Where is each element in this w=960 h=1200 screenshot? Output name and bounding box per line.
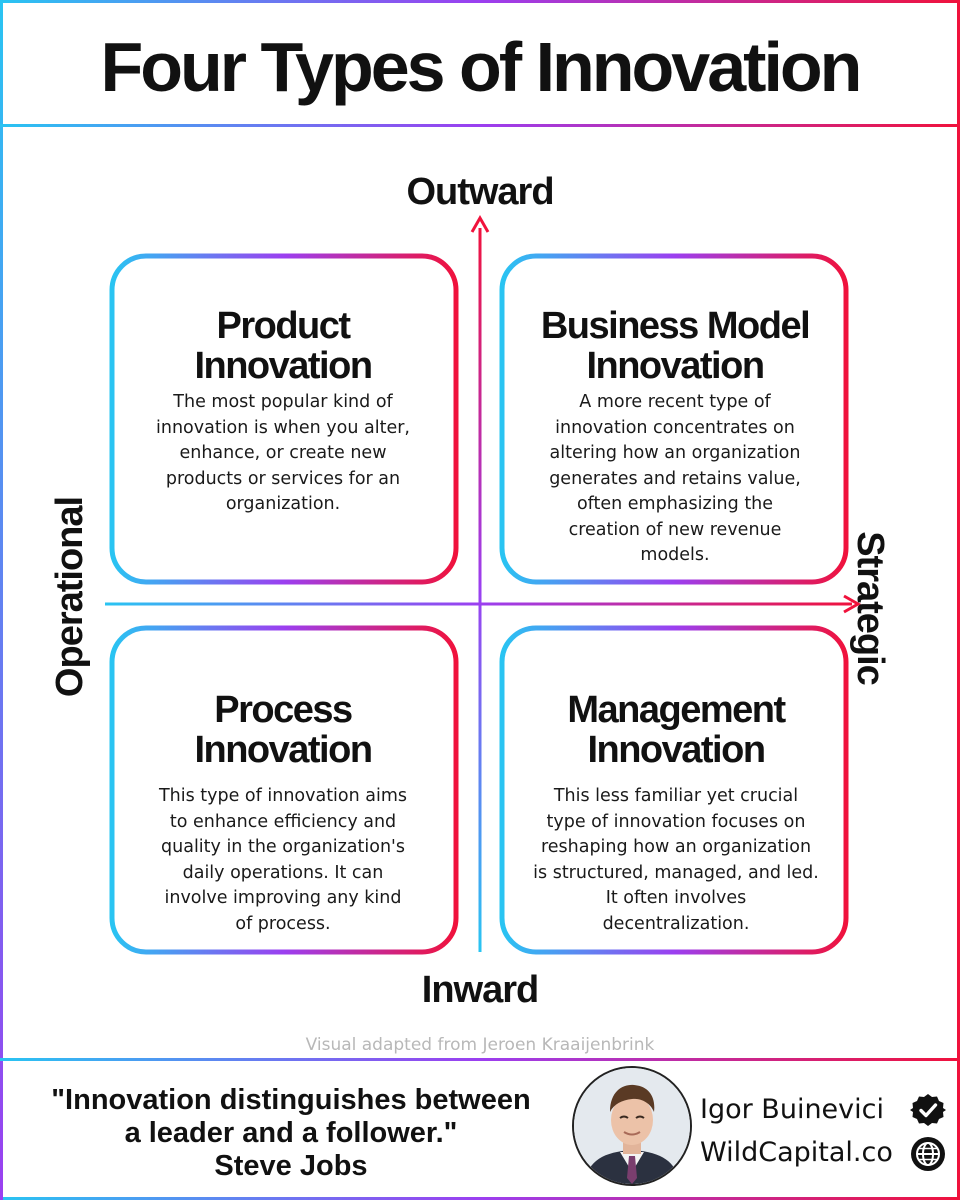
quadrant-box-bottom-right xyxy=(499,625,849,955)
quote-line: "Innovation distinguishes between xyxy=(51,1084,531,1116)
quadrant-title-line: Management xyxy=(567,689,786,731)
description-line: products or services for an xyxy=(165,468,401,489)
globe-icon xyxy=(911,1137,945,1171)
quadrant-title: Management Innovation xyxy=(516,690,836,770)
quadrant-title-line: Innovation xyxy=(194,729,373,771)
description-line: innovation is when you alter, xyxy=(156,417,410,438)
description-line: decentralization. xyxy=(602,913,750,934)
quadrant-title: Business Model Innovation xyxy=(520,306,830,386)
quadrant-title-line: Innovation xyxy=(194,345,373,387)
description-line: of process. xyxy=(235,913,331,934)
quadrant-title: Process Innovation xyxy=(128,690,438,770)
horizontal-axis-arrowhead xyxy=(843,594,862,614)
website-link[interactable]: WildCapital.co xyxy=(700,1137,893,1168)
quadrant-box-top-right xyxy=(499,253,849,585)
description-line: The most popular kind of xyxy=(173,392,393,412)
avatar-portrait-icon xyxy=(574,1068,690,1184)
description-line: creation of new revenue xyxy=(568,519,782,540)
axis-label-strategic: Strategic xyxy=(849,531,891,685)
description-line: is structured, managed, and led. xyxy=(533,862,819,883)
description-line: This type of innovation aims xyxy=(158,786,408,806)
verified-check-icon xyxy=(910,1094,946,1126)
quadrant-title-line: Business Model xyxy=(540,305,811,347)
axis-label-inward: Inward xyxy=(421,969,539,1011)
quadrant-management-innovation: Management Innovation This less familiar… xyxy=(516,690,836,937)
description-line: This less familiar yet crucial xyxy=(553,786,799,806)
description-line: quality in the organization's xyxy=(161,837,405,857)
page-title: Four Types of Innovation xyxy=(100,28,863,106)
outer-border-bottom xyxy=(0,1197,960,1200)
quadrant-title-line: Process xyxy=(214,689,353,731)
description-line: type of innovation focuses on xyxy=(546,811,806,832)
quadrant-business-model-innovation: Business Model Innovation A more recent … xyxy=(520,306,830,569)
quadrant-box-bottom-left xyxy=(109,625,459,955)
axis-label-operational: Operational xyxy=(49,496,91,698)
avatar xyxy=(572,1066,692,1186)
source-credit: Visual adapted from Jeroen Kraaijenbrink xyxy=(305,1035,655,1055)
quote-author: Steve Jobs xyxy=(214,1150,368,1182)
quadrant-description: The most popular kind of innovation is w… xyxy=(128,390,438,518)
outer-border-left xyxy=(0,0,3,1200)
description-line: daily operations. It can xyxy=(182,862,384,883)
description-line: often emphasizing the xyxy=(576,494,774,514)
quadrant-title-line: Product xyxy=(216,305,351,347)
quadrant-box-top-left xyxy=(109,253,459,585)
quadrant-title: Product Innovation xyxy=(128,306,438,386)
quote-line: a leader and a follower." xyxy=(124,1117,458,1149)
outer-border-right xyxy=(957,0,960,1200)
quadrant-description: A more recent type of innovation concent… xyxy=(520,390,830,569)
description-line: to enhance efficiency and xyxy=(169,811,397,832)
footer-divider xyxy=(0,1058,960,1061)
quadrant-description: This less familiar yet crucial type of i… xyxy=(516,784,836,937)
description-line: organization. xyxy=(225,494,341,514)
quadrant-description: This type of innovation aims to enhance … xyxy=(128,784,438,937)
description-line: innovation concentrates on xyxy=(555,417,795,438)
description-line: enhance, or create new xyxy=(179,443,387,463)
axis-label-outward: Outward xyxy=(406,171,554,213)
vertical-axis-arrowhead xyxy=(470,214,490,233)
description-line: generates and retains value, xyxy=(549,468,801,489)
description-line: involve improving any kind xyxy=(164,888,402,908)
quadrant-product-innovation: Product Innovation The most popular kind… xyxy=(128,306,438,518)
quadrant-process-innovation: Process Innovation This type of innovati… xyxy=(128,690,438,937)
quadrant-title-line: Innovation xyxy=(587,729,766,771)
description-line: models. xyxy=(640,545,710,565)
header-divider xyxy=(0,124,960,127)
description-line: reshaping how an organization xyxy=(540,837,812,857)
footer-quote: "Innovation distinguishes between a lead… xyxy=(8,1084,574,1183)
description-line: altering how an organization xyxy=(549,443,801,463)
description-line: It often involves xyxy=(605,888,747,908)
quadrant-title-line: Innovation xyxy=(586,345,765,387)
description-line: A more recent type of xyxy=(579,392,771,412)
author-name: Igor Buinevici xyxy=(700,1094,884,1125)
outer-border-top xyxy=(0,0,960,3)
